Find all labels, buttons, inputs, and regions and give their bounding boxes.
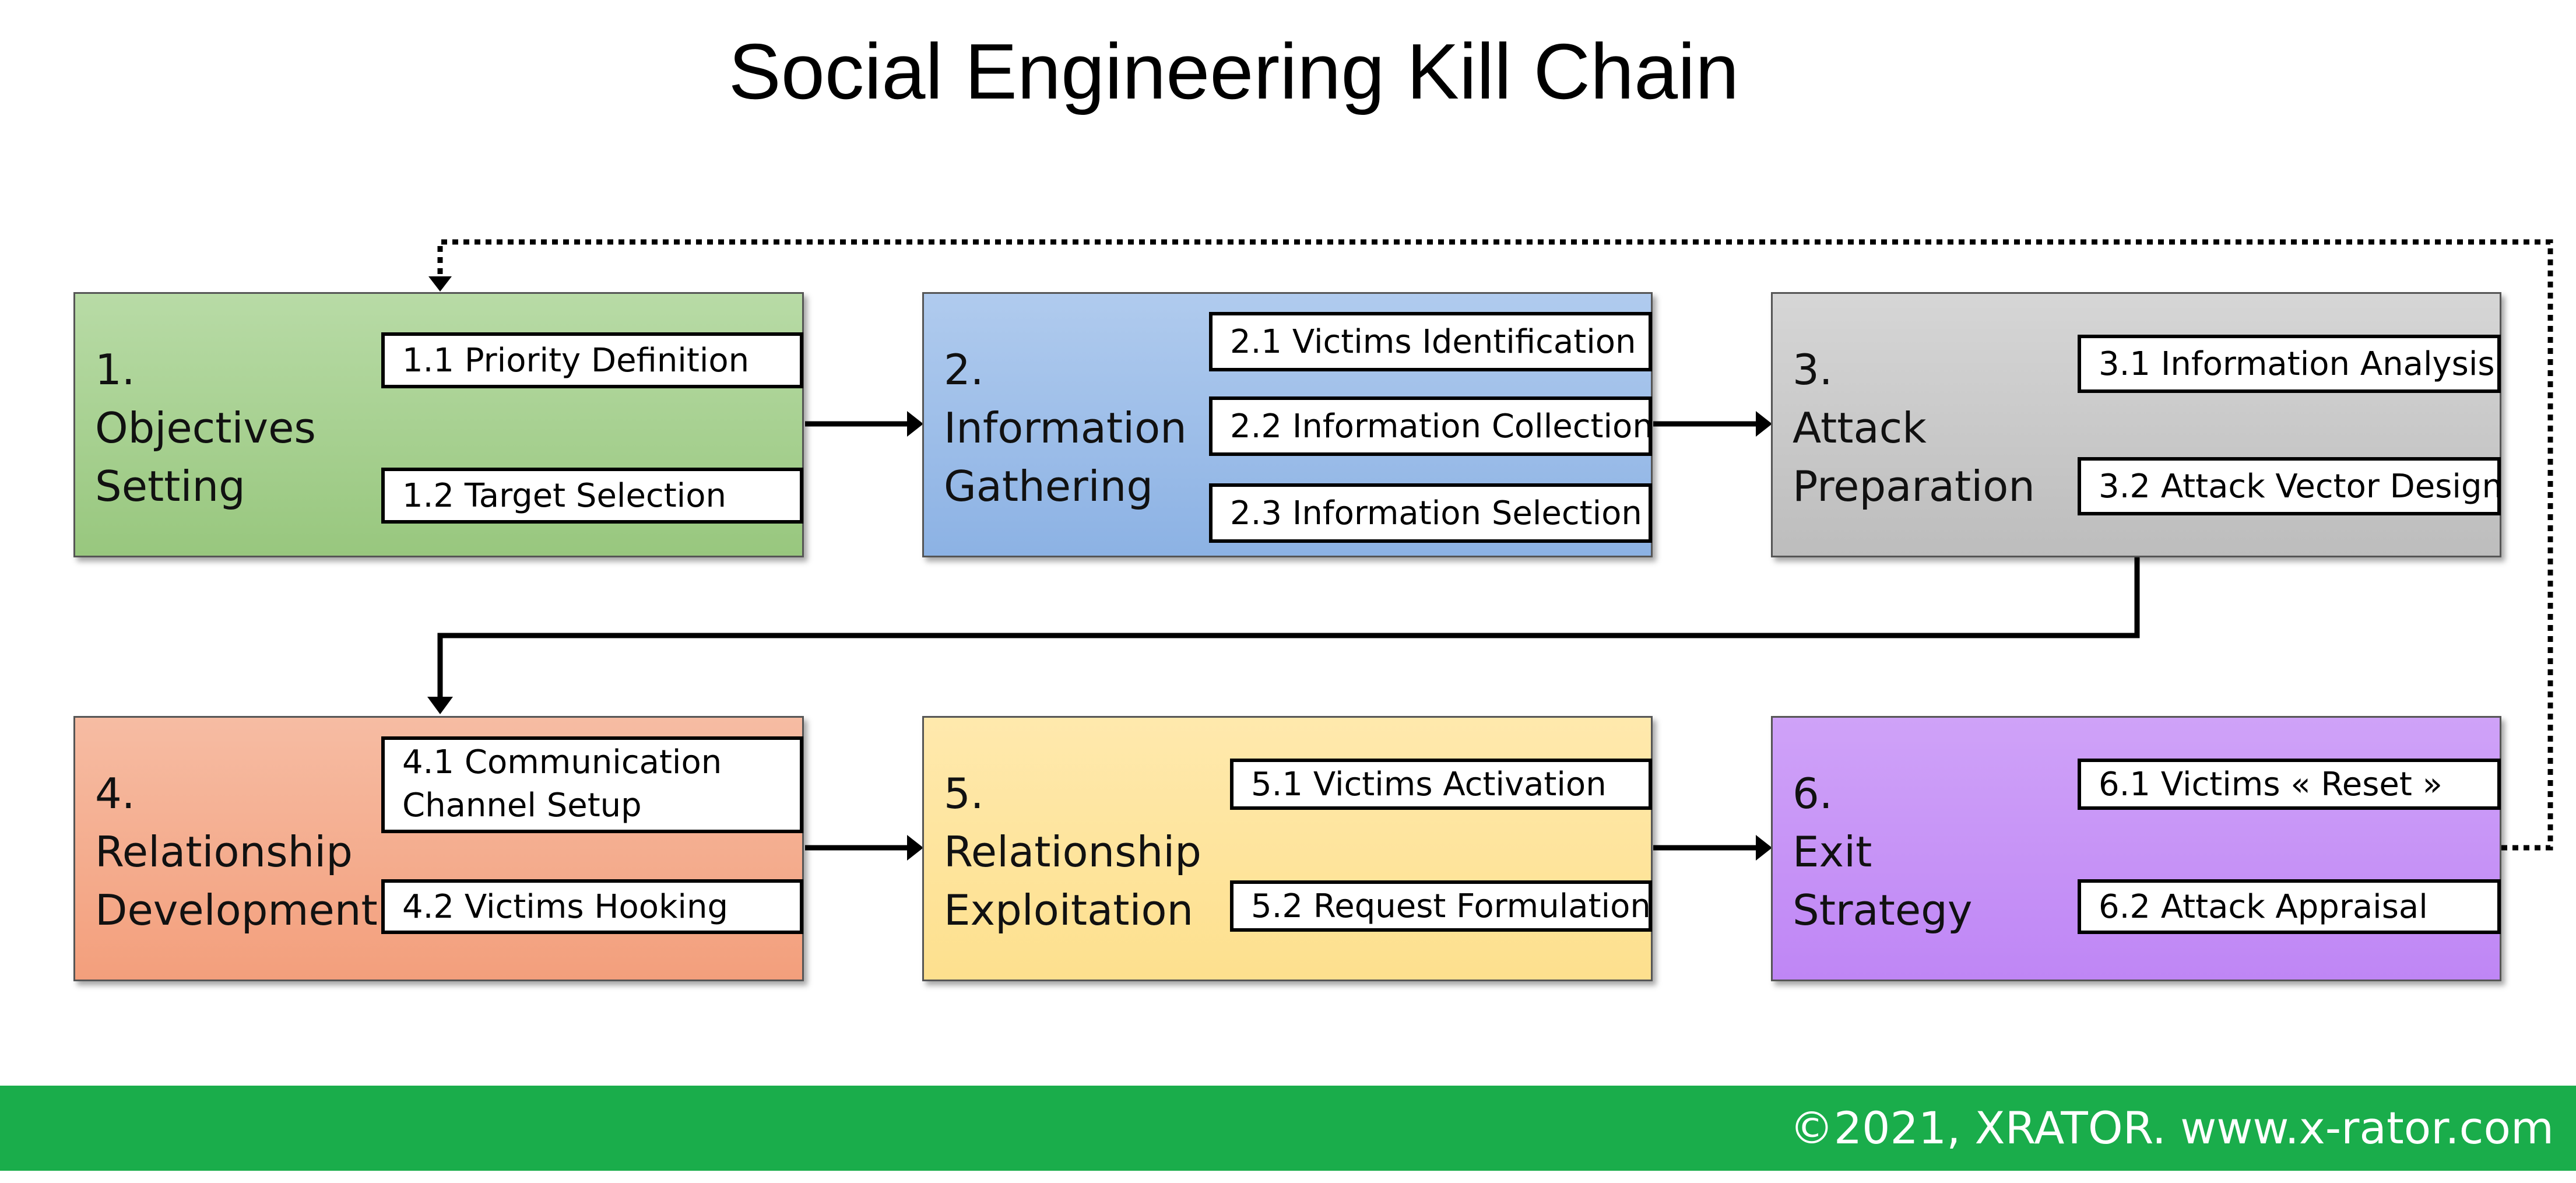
phase-6-title-line1: Exit [1793,827,1872,876]
step-2-1: 2.1 Victims Identification [1209,312,1652,371]
phase-4-number: 4. [95,769,135,818]
arrow-head-1-to-2 [907,411,923,437]
phase-3-number: 3. [1793,345,1833,394]
footer-bar: ©2021, XRATOR. www.x-rator.com [0,1086,2576,1171]
footer-copyright: ©2021, XRATOR. www.x-rator.com [1789,1102,2554,1154]
phase-4-title-line2: Development [95,886,378,935]
phase-2-title-line2: Gathering [944,462,1154,511]
phase-2-number: 2. [944,345,984,394]
step-3-1: 3.1 Information Analysis [2078,335,2501,393]
phase-5-relationship-exploitation: 5. Relationship Exploitation [922,716,1653,981]
step-4-2: 4.2 Victims Hooking [381,879,803,934]
phase-2-title-line1: Information [944,403,1187,452]
step-4-1: 4.1 Communication Channel Setup [381,736,803,833]
step-2-3: 2.3 Information Selection [1209,483,1652,543]
phase-4-label: 4. Relationship Development [95,764,378,939]
diagram-title: Social Engineering Kill Chain [728,27,1739,115]
arrow-head-3-to-4 [427,697,453,714]
phase-6-title-line2: Strategy [1793,886,1973,935]
step-3-2: 3.2 Attack Vector Design [2078,457,2503,515]
phase-3-title-line2: Preparation [1793,462,2035,511]
step-1-1: 1.1 Priority Definition [381,332,803,388]
step-4-1-line1: 4.1 Communication [402,743,722,781]
phase-3-label: 3. Attack Preparation [1793,340,2035,515]
arrow-head-4-to-5 [907,835,923,861]
phase-3-title-line1: Attack [1793,403,1927,452]
phase-5-label: 5. Relationship Exploitation [944,764,1201,939]
phase-6-label: 6. Exit Strategy [1793,764,1973,939]
arrow-3-to-4 [437,557,2140,698]
phase-5-number: 5. [944,769,984,818]
step-4-1-line2: Channel Setup [402,787,642,824]
phase-1-number: 1. [95,345,135,394]
step-5-2: 5.2 Request Formulation [1230,880,1652,932]
phase-1-title-line1: Objectives [95,403,316,452]
phase-5-title-line2: Exploitation [944,886,1194,935]
phase-1-title-line2: Setting [95,462,245,511]
step-1-2: 1.2 Target Selection [381,468,803,524]
phase-2-label: 2. Information Gathering [944,340,1187,515]
phase-3-attack-preparation: 3. Attack Preparation [1771,292,2501,557]
arrow-head-2-to-3 [1756,411,1772,437]
phase-4-title-line1: Relationship [95,827,353,876]
phase-6-exit-strategy: 6. Exit Strategy [1771,716,2501,981]
arrow-head-5-to-6 [1756,835,1772,861]
step-5-1: 5.1 Victims Activation [1230,759,1652,810]
step-6-1: 6.1 Victims « Reset » [2078,759,2501,810]
step-6-2: 6.2 Attack Appraisal [2078,879,2501,934]
loop-back-arrow-head [428,276,452,292]
phase-1-label: 1. Objectives Setting [95,340,316,515]
phase-6-number: 6. [1793,769,1833,818]
phase-5-title-line1: Relationship [944,827,1201,876]
step-2-2: 2.2 Information Collection [1209,396,1653,456]
